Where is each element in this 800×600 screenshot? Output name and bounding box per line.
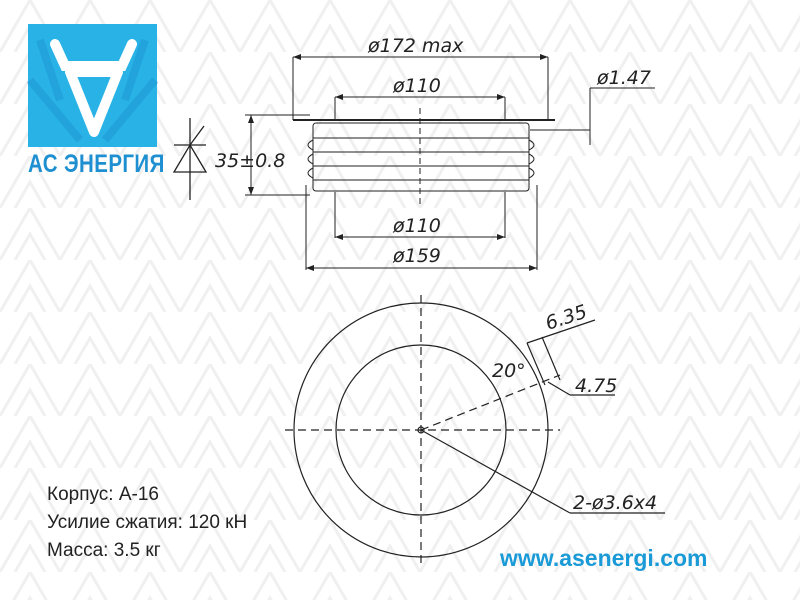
dim-d-body: ø159: [392, 245, 441, 267]
dim-d-pin: ø1.47: [596, 67, 651, 89]
side-view: [245, 54, 655, 271]
dim-d-max: ø172 max: [367, 35, 464, 57]
dimension-labels: ø172 max ø110 ø110 ø159 ø1.47 35±0.8 6.3…: [215, 35, 657, 514]
dim-angle: 20°: [492, 360, 526, 382]
spec-case: Корпус: А-16: [47, 484, 159, 505]
bottom-view: [285, 295, 665, 565]
dim-height: 35±0.8: [215, 150, 285, 172]
brand-logo: [26, 24, 159, 147]
brand-name: АС ЭНЕРГИЯ: [28, 150, 165, 178]
spec-clamping-force: Усилие сжатия: 120 кН: [47, 512, 248, 533]
spec-mass: Масса: 3.5 кг: [47, 540, 161, 561]
dim-d-bottom: ø110: [392, 215, 441, 237]
thyristor-symbol-icon: [172, 118, 208, 200]
dim-d-top: ø110: [392, 75, 441, 97]
dim-notch-depth: 4.75: [575, 375, 617, 397]
dim-holes: 2-ø3.6x4: [573, 492, 657, 514]
website-link[interactable]: www.asenergi.com: [500, 545, 708, 571]
